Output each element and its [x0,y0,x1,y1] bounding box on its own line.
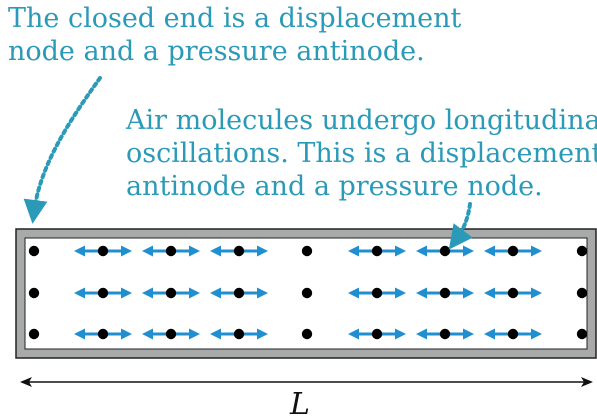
oscillating-molecule [507,287,519,299]
length-label: L [289,387,310,420]
oscillating-molecule [233,287,245,299]
oscillating-molecule [165,287,177,299]
node-molecule [28,245,40,257]
oscillating-molecule [97,245,109,257]
oscillating-molecule [371,245,383,257]
node-molecule [28,287,40,299]
closed-end-caption-line-1: The closed end is a displacement [8,3,462,34]
oscillating-molecule [439,245,451,257]
closed-end-caption-line-2: node and a pressure antinode. [8,36,425,67]
length-arrowhead-left [20,377,32,387]
air-molecules-caption-line-3: antinode and a pressure node. [126,171,543,202]
node-molecule [301,328,313,340]
closed-end-pointer-arrow [23,76,102,224]
node-molecule [301,287,313,299]
node-molecule [576,287,588,299]
node-molecule [576,245,588,257]
air-molecules-caption-line-1: Air molecules undergo longitudinal [126,105,597,136]
length-arrowhead-right [581,377,593,387]
oscillating-molecule [439,328,451,340]
length-indicator: L [20,377,593,420]
oscillating-molecule [507,328,519,340]
oscillating-molecule [371,287,383,299]
oscillating-molecule [507,245,519,257]
node-molecule [576,328,588,340]
oscillating-molecule [233,328,245,340]
oscillating-molecule [97,328,109,340]
oscillating-molecule [165,245,177,257]
node-molecule [301,245,313,257]
oscillating-molecule [439,287,451,299]
air-molecules-caption: Air molecules undergo longitudinal oscil… [126,104,597,203]
oscillating-molecule [371,328,383,340]
antinode-pointer-arrow [448,202,473,250]
air-molecules-caption-line-2: oscillations. This is a displacement [126,138,597,169]
oscillating-molecule [233,245,245,257]
oscillating-molecule [165,328,177,340]
oscillating-molecule [97,287,109,299]
node-molecule [28,328,40,340]
closed-end-caption: The closed end is a displacement node an… [8,2,461,68]
air-molecules [28,245,588,340]
